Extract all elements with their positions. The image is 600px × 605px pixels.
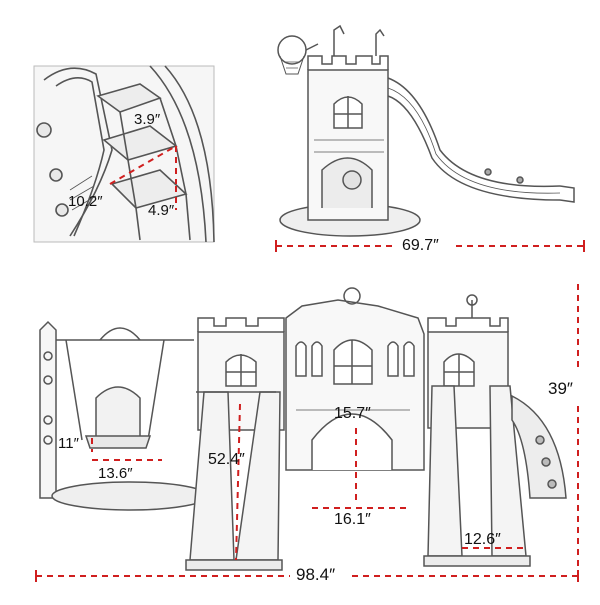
swing-seat-width-label: 13.6″ [98, 465, 133, 482]
tower-length-label: 69.7″ [402, 237, 439, 254]
arch-width-label: 16.1″ [334, 511, 371, 528]
step-depth-label: 10.2″ [68, 193, 103, 210]
dimension-line-step-depth [109, 145, 177, 185]
step-detail-inset [33, 65, 215, 243]
swing-seat-height-label: 11″ [58, 435, 79, 452]
dimension-lines [35, 145, 585, 582]
riser-label: 4.9″ [148, 202, 175, 219]
arch-height-label: 15.7″ [334, 405, 371, 422]
overall-height-label: 39″ [548, 379, 573, 398]
slide-width-label: 12.6″ [464, 531, 501, 548]
step-height-label: 3.9″ [134, 111, 161, 128]
dimension-line-slide-length [235, 403, 241, 561]
tower-slide-sketch [277, 24, 575, 237]
playset-main-sketch [39, 287, 567, 571]
slide-length-label: 52.4″ [208, 451, 245, 468]
overall-length-label: 98.4″ [296, 565, 336, 584]
